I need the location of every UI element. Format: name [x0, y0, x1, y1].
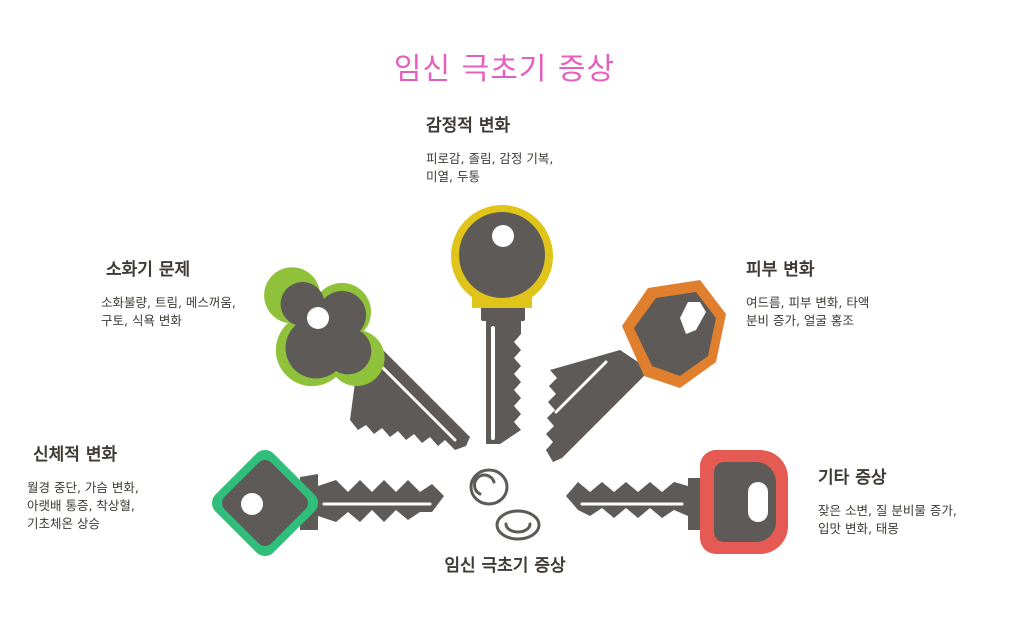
key-digestive-blade [264, 267, 470, 450]
category-digestive-description: 소화불량, 트림, 메스꺼움, 구토, 식욕 변화 [101, 294, 236, 330]
category-physical-description: 월경 중단, 가슴 변화, 아랫배 통증, 착상혈, 기초체온 상승 [27, 479, 139, 533]
key-skin [546, 280, 726, 462]
category-skin-description: 여드름, 피부 변화, 타액 분비 증가, 얼굴 홍조 [746, 294, 869, 330]
description-line: 피로감, 졸림, 감정 기복, [426, 151, 554, 166]
description-line: 입맛 변화, 태몽 [818, 521, 899, 536]
description-line: 구토, 식욕 변화 [101, 313, 182, 328]
key-emotional [451, 205, 553, 444]
key-physical [211, 449, 444, 557]
category-other: 기타 증상 잦은 소변, 질 분비물 증가, 입맛 변화, 태몽 [818, 463, 957, 538]
category-emotional-heading: 감정적 변화 [426, 116, 511, 136]
description-line: 월경 중단, 가슴 변화, [27, 480, 139, 495]
key-rings [469, 468, 541, 541]
category-digestive-heading: 소화기 문제 [106, 260, 191, 280]
description-line: 아랫배 통증, 착상혈, [27, 498, 135, 513]
description-line: 미열, 두통 [426, 169, 480, 184]
description-line: 소화불량, 트림, 메스꺼움, [101, 295, 236, 310]
category-other-heading: 기타 증상 [818, 468, 887, 488]
center-label: 임신 극초기 증상 [444, 556, 566, 576]
description-line: 여드름, 피부 변화, 타액 [746, 295, 870, 310]
description-line: 분비 증가, 얼굴 홍조 [746, 313, 854, 328]
category-emotional: 감정적 변화 피로감, 졸림, 감정 기복, 미열, 두통 [426, 111, 553, 186]
category-skin-heading: 피부 변화 [746, 260, 815, 280]
category-skin: 피부 변화 여드름, 피부 변화, 타액 분비 증가, 얼굴 홍조 [746, 255, 869, 330]
category-emotional-description: 피로감, 졸림, 감정 기복, 미열, 두통 [426, 150, 553, 186]
page-title: 임신 극초기 증상 [393, 52, 616, 87]
category-other-description: 잦은 소변, 질 분비물 증가, 입맛 변화, 태몽 [818, 502, 957, 538]
description-line: 잦은 소변, 질 분비물 증가, [818, 503, 957, 518]
description-line: 기초체온 상승 [27, 516, 100, 531]
key-other [566, 450, 788, 554]
category-physical: 신체적 변화 월경 중단, 가슴 변화, 아랫배 통증, 착상혈, 기초체온 상… [27, 440, 139, 533]
category-digestive: 소화기 문제 소화불량, 트림, 메스꺼움, 구토, 식욕 변화 [101, 255, 236, 330]
category-physical-heading: 신체적 변화 [33, 445, 118, 465]
